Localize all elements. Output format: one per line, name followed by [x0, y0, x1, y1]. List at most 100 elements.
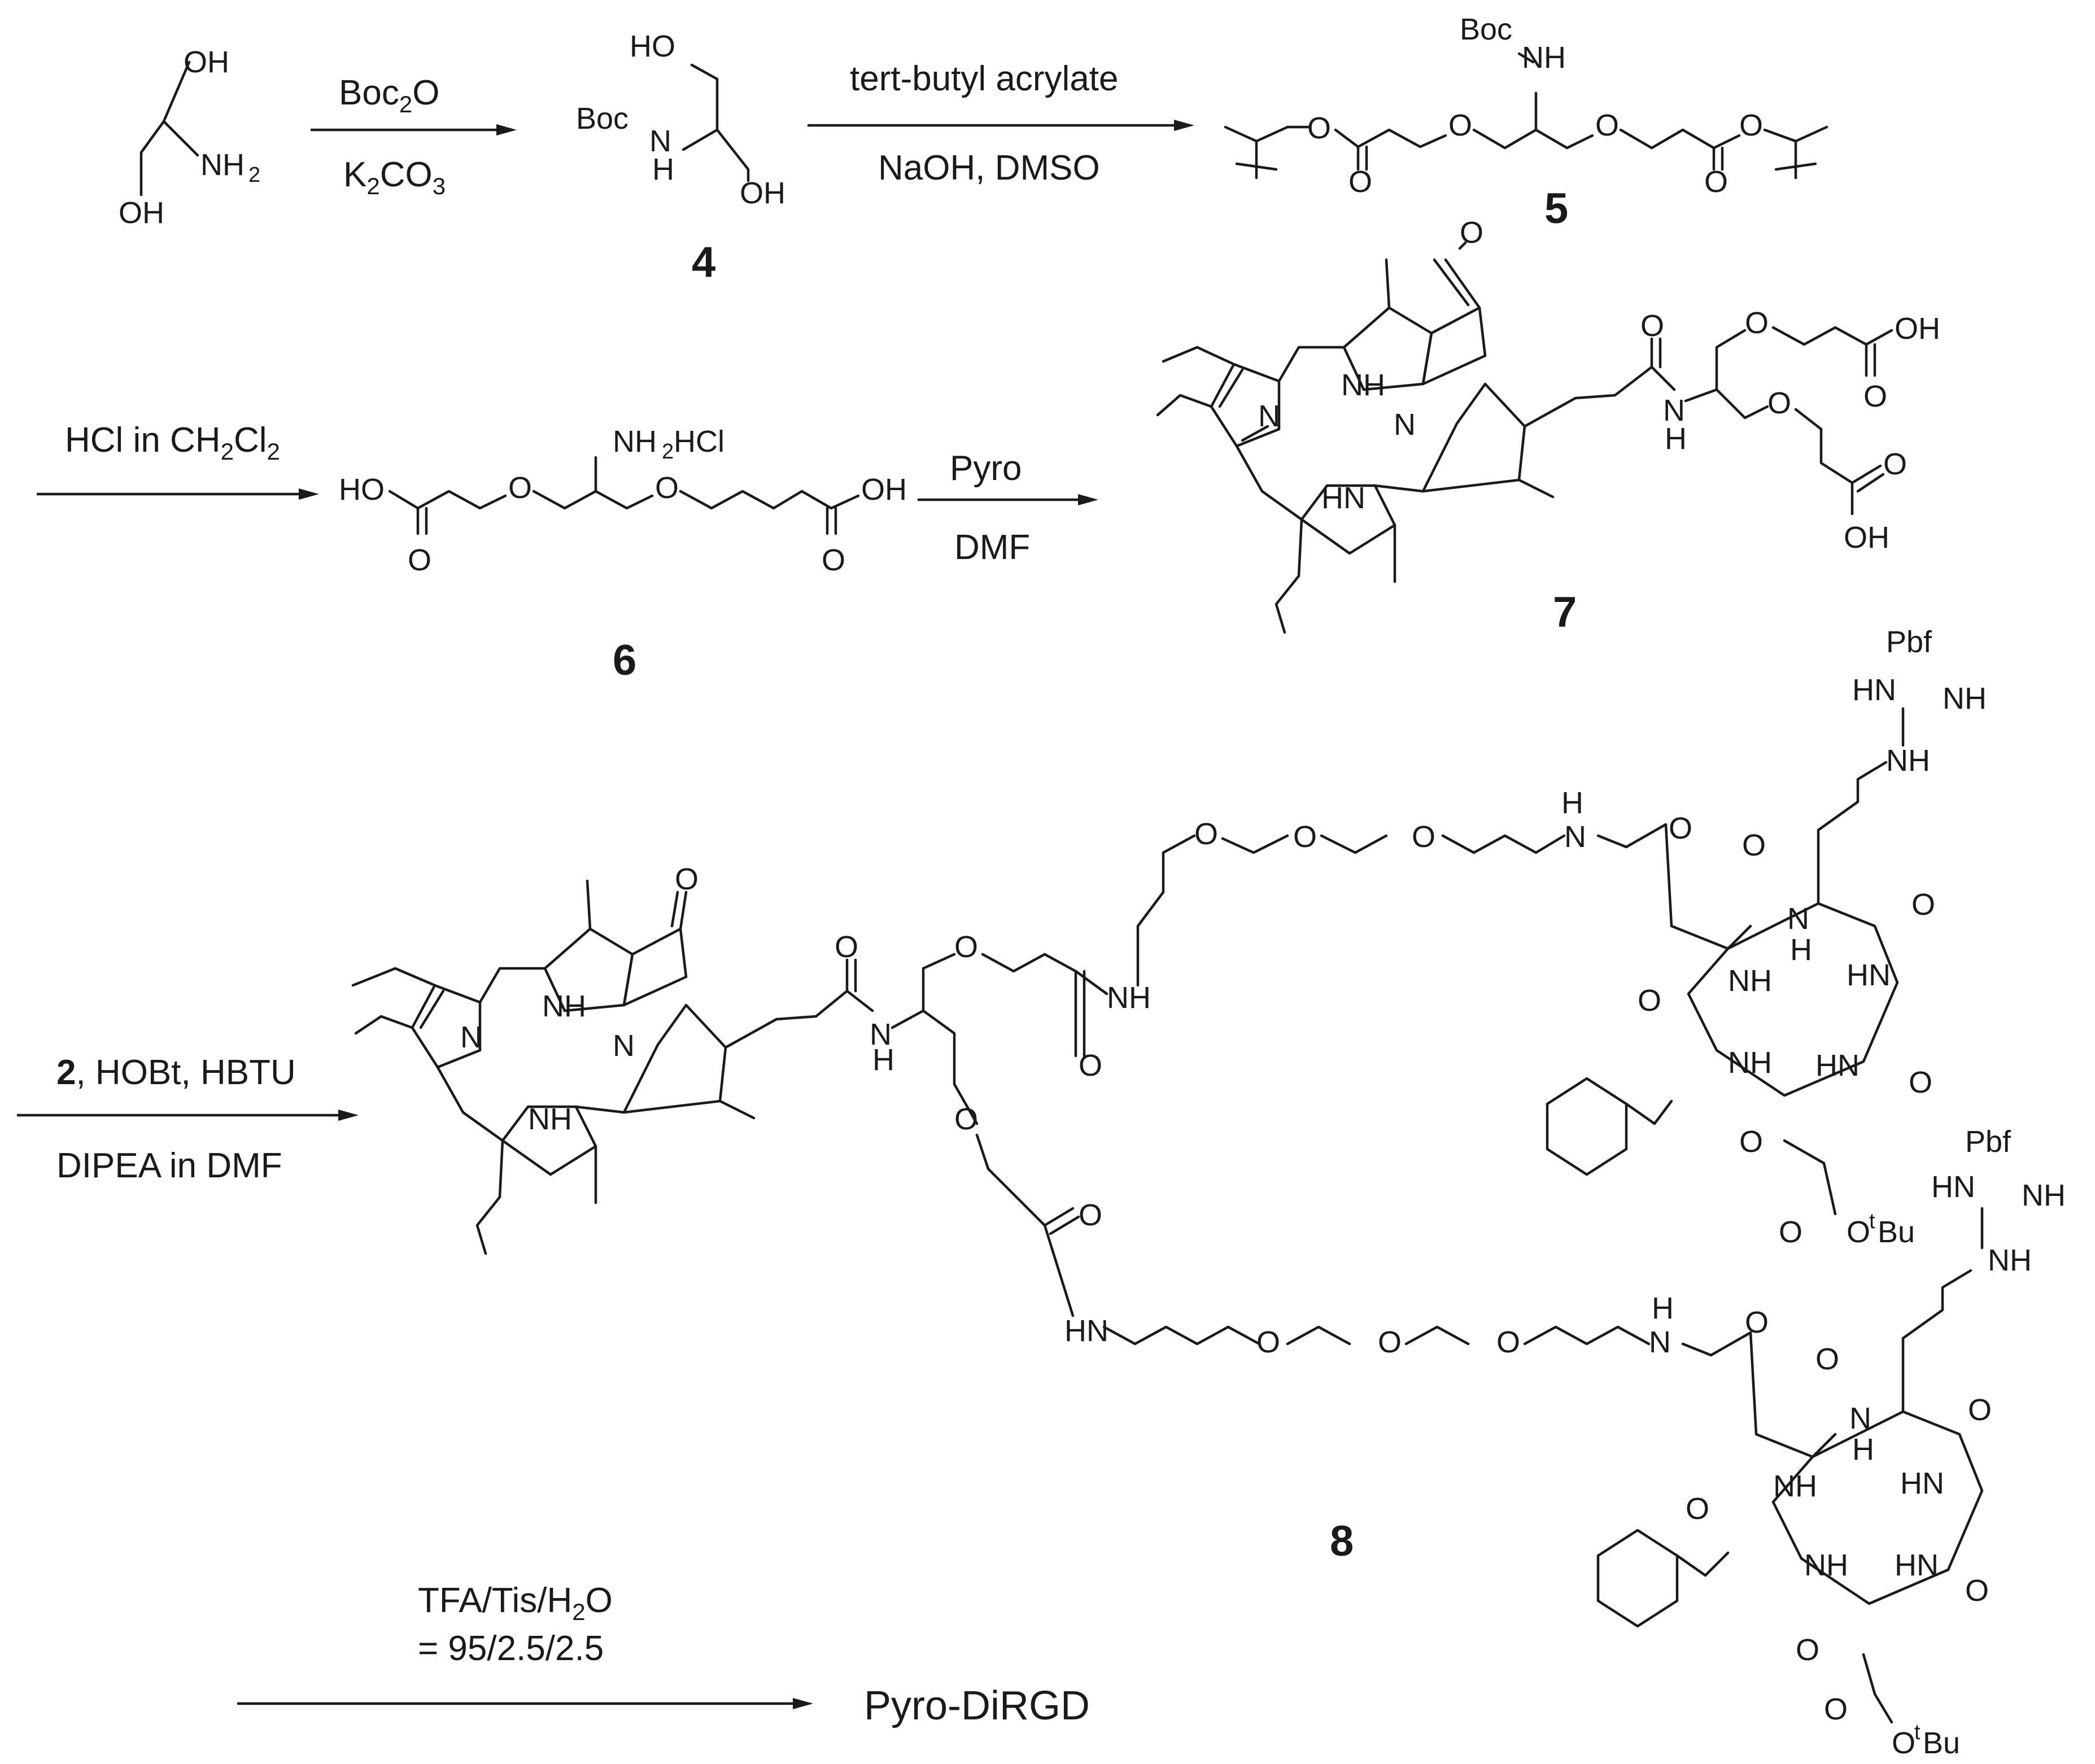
svg-text:N: N — [1849, 1401, 1871, 1435]
svg-text:O: O — [1742, 828, 1766, 862]
compound-5-structure: O O O Boc NH O O O 5 — [1224, 12, 1828, 233]
svg-text:NH: NH — [1341, 368, 1385, 402]
svg-text:O: O — [1824, 1692, 1848, 1726]
svg-text:HN: HN — [1815, 1049, 1860, 1082]
svg-text:OH: OH — [184, 45, 229, 79]
reaction-arrow-2: tert-butyl acrylate NaOH, DMSO — [808, 59, 1194, 187]
reagent-pyro: Pyro — [950, 449, 1022, 488]
svg-text:OH: OH — [740, 176, 785, 210]
reagent-tert-butyl-acrylate: tert-butyl acrylate — [850, 59, 1119, 98]
svg-text:O: O — [1194, 817, 1218, 851]
svg-text:O: O — [1669, 811, 1692, 845]
svg-text:Boc: Boc — [576, 102, 628, 136]
svg-text:HN: HN — [1321, 481, 1365, 515]
svg-text:O: O — [1745, 306, 1769, 340]
svg-text:HN: HN — [1064, 1314, 1108, 1348]
svg-text:O: O — [1847, 1215, 1870, 1249]
svg-text:HN: HN — [1900, 1466, 1944, 1500]
svg-text:O: O — [1595, 108, 1619, 142]
svg-text:H: H — [1852, 1433, 1874, 1466]
svg-text:HN: HN — [1895, 1548, 1939, 1582]
svg-text:O: O — [1965, 1574, 1989, 1608]
svg-text:HN: HN — [1847, 958, 1891, 992]
svg-text:N: N — [649, 124, 671, 158]
svg-text:HO: HO — [630, 29, 675, 63]
svg-text:O: O — [1460, 216, 1483, 250]
svg-text:O: O — [1704, 165, 1728, 199]
svg-text:N: N — [1663, 394, 1685, 427]
reagent-naoh-dmso: NaOH, DMSO — [878, 149, 1100, 187]
svg-text:NH: NH — [1522, 41, 1566, 75]
reaction-arrow-5: 2, HOBt, HBTU DIPEA in DMF — [17, 1053, 359, 1185]
svg-text:O: O — [1779, 1215, 1802, 1249]
svg-text:Boc: Boc — [1460, 12, 1512, 46]
svg-text:N: N — [460, 1020, 482, 1054]
svg-text:2, HOBt, HBTU: 2, HOBt, HBTU — [56, 1053, 296, 1092]
svg-text:H: H — [1665, 422, 1687, 456]
svg-text:O: O — [1348, 165, 1372, 199]
cyclic-rgd-upper: O O N H O HN NH O NH HN O O NH HN NH Pbf… — [1546, 625, 1987, 1249]
svg-text:NH: NH — [1728, 1046, 1772, 1080]
compound-label-8: 8 — [1330, 1517, 1354, 1565]
svg-text:NH: NH — [528, 1102, 572, 1136]
svg-text:HCl in CH2Cl2: HCl in CH2Cl2 — [65, 421, 280, 465]
svg-text:N: N — [613, 1029, 635, 1063]
svg-text:Pbf: Pbf — [1886, 625, 1932, 659]
svg-text:NH: NH — [200, 148, 245, 182]
reagent-ratio: = 95/2.5/2.5 — [418, 1629, 604, 1668]
svg-text:O: O — [1640, 309, 1664, 343]
svg-text:OH: OH — [1895, 312, 1940, 346]
svg-text:O: O — [1412, 820, 1435, 854]
svg-text:NH: NH — [1728, 964, 1772, 998]
svg-text:O: O — [1079, 1198, 1102, 1232]
compound-7-structure: N NH O HN N O N H O O OH O O OH 7 — [1156, 216, 1940, 636]
reaction-arrow-1: Boc2O K2CO3 — [311, 73, 517, 199]
compound-label-5: 5 — [1544, 185, 1568, 233]
reagent-dmf: DMF — [954, 528, 1030, 567]
svg-text:O: O — [508, 471, 532, 505]
svg-text:NH: NH — [1886, 744, 1930, 778]
compound-label-6: 6 — [613, 636, 636, 684]
svg-text:NH: NH — [2022, 1178, 2066, 1212]
svg-text:N: N — [1564, 820, 1586, 854]
svg-text:t: t — [1869, 1210, 1875, 1233]
svg-text:O: O — [1686, 1492, 1709, 1526]
compound-4-structure: HO Boc N H OH 4 — [576, 29, 785, 286]
svg-text:O: O — [1815, 1342, 1839, 1376]
final-product-label: Pyro-DiRGD — [864, 1683, 1090, 1728]
svg-text:Pbf: Pbf — [1965, 1125, 2011, 1159]
svg-text:O: O — [1892, 1726, 1915, 1760]
svg-text:HN: HN — [1852, 673, 1896, 707]
svg-text:O: O — [1745, 1305, 1769, 1339]
svg-text:O: O — [1378, 1325, 1402, 1359]
svg-text:O: O — [1638, 984, 1661, 1018]
svg-text:O: O — [675, 862, 699, 896]
svg-text:Bu: Bu — [1923, 1726, 1960, 1760]
svg-text:HO: HO — [339, 473, 385, 507]
svg-text:O: O — [1256, 1325, 1280, 1359]
compound-label-7: 7 — [1553, 588, 1577, 636]
svg-text:O: O — [954, 1102, 978, 1136]
svg-text:HN: HN — [1931, 1170, 1975, 1204]
svg-text:O: O — [954, 930, 978, 964]
svg-text:K2CO3: K2CO3 — [343, 155, 446, 199]
svg-text:TFA/Tis/H2O: TFA/Tis/H2O — [418, 1581, 613, 1625]
svg-text:H: H — [1652, 1291, 1674, 1325]
svg-text:OH: OH — [861, 473, 907, 507]
reaction-arrow-4: Pyro DMF — [918, 449, 1098, 567]
svg-text:O: O — [1796, 1633, 1819, 1667]
svg-text:OH: OH — [1844, 521, 1889, 554]
svg-text:H: H — [1790, 933, 1812, 967]
svg-text:NH: NH — [1804, 1548, 1848, 1582]
svg-text:O: O — [1496, 1325, 1520, 1359]
svg-text:O: O — [1739, 1125, 1763, 1159]
cyclic-rgd-lower: O O N H O HN NH O NH HN O O NH HN NH Pbf… — [1596, 1125, 2066, 1760]
svg-text:O: O — [1968, 1393, 1992, 1427]
svg-text:O: O — [1448, 108, 1472, 142]
svg-text:NH: NH — [1988, 1243, 2032, 1277]
svg-text:NH: NH — [1773, 1469, 1817, 1503]
svg-text:N: N — [1258, 399, 1280, 433]
svg-text:2: 2 — [662, 440, 674, 464]
